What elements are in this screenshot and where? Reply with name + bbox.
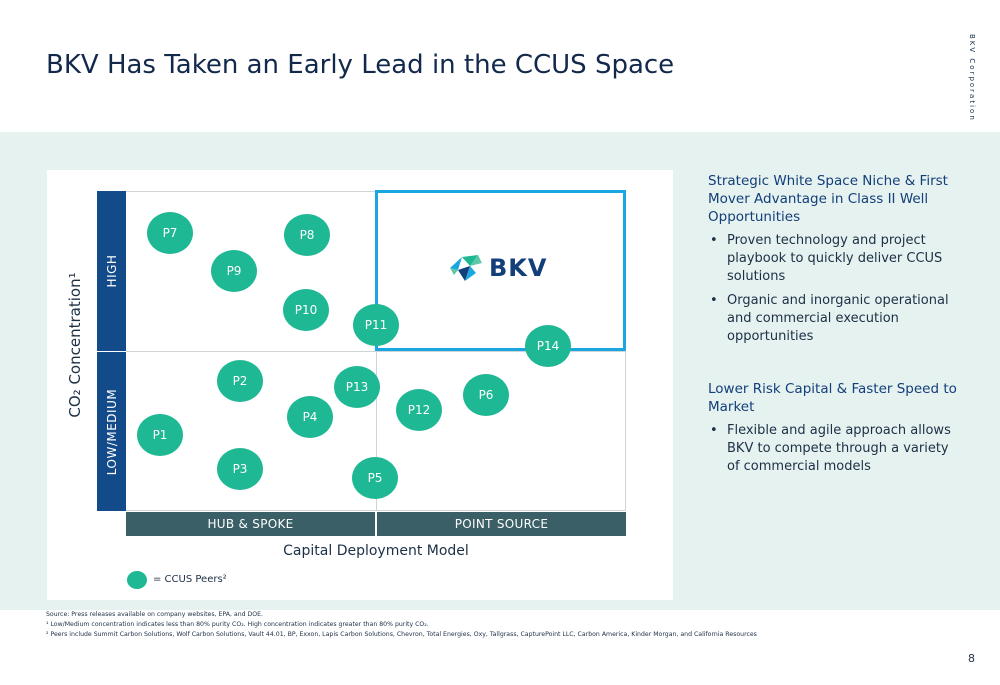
- peer-bubble: P14: [525, 325, 571, 367]
- bullet-list: Proven technology and project playbook t…: [708, 232, 958, 346]
- y-category-low-label: LOW/MEDIUM: [104, 388, 119, 475]
- bullet-item: Proven technology and project playbook t…: [708, 232, 958, 286]
- footnotes: Source: Press releases available on comp…: [46, 610, 757, 640]
- bkv-highlight-box: [375, 190, 626, 351]
- peer-bubble: P3: [217, 448, 263, 490]
- peer-bubble: P6: [463, 374, 509, 416]
- peer-bubble: P1: [137, 414, 183, 456]
- peer-bubble: P12: [396, 389, 442, 431]
- matrix-horizontal-divider: [126, 351, 626, 352]
- corporation-label: BKV Corporation: [968, 34, 976, 122]
- peer-bubble: P5: [352, 457, 398, 499]
- legend-label: = CCUS Peers²: [153, 574, 227, 585]
- legend-peer-swatch: [127, 571, 147, 589]
- peer-bubble: P4: [287, 396, 333, 438]
- bkv-logo-text: BKV: [489, 254, 548, 282]
- bullet-item: Organic and inorganic operational and co…: [708, 292, 958, 346]
- bullet-list: Flexible and agile approach allows BKV t…: [708, 422, 958, 476]
- y-axis-label: CO₂ Concentration¹: [66, 272, 84, 418]
- footnote-2: ² Peers include Summit Carbon Solutions,…: [46, 631, 757, 638]
- footnote-source: Source: Press releases available on comp…: [46, 611, 264, 618]
- section-first-mover: Strategic White Space Niche & First Move…: [708, 172, 958, 346]
- peer-bubble: P13: [334, 366, 380, 408]
- footnote-1: ¹ Low/Medium concentration indicates les…: [46, 621, 429, 628]
- section-heading: Lower Risk Capital & Faster Speed to Mar…: [708, 381, 957, 415]
- bullet-item: Flexible and agile approach allows BKV t…: [708, 422, 958, 476]
- y-category-high: HIGH: [97, 191, 126, 351]
- y-category-low: LOW/MEDIUM: [97, 352, 126, 511]
- section-heading: Strategic White Space Niche & First Move…: [708, 173, 948, 225]
- peer-bubble: P9: [211, 250, 257, 292]
- x-category-hub-spoke: HUB & SPOKE: [126, 512, 375, 536]
- peer-bubble: P10: [283, 289, 329, 331]
- page-title: BKV Has Taken an Early Lead in the CCUS …: [46, 50, 675, 80]
- page-number: 8: [968, 652, 975, 665]
- x-axis-label: Capital Deployment Model: [283, 543, 469, 559]
- peer-bubble: P7: [147, 212, 193, 254]
- x-category-point-source: POINT SOURCE: [377, 512, 626, 536]
- y-axis-label-wrap: CO₂ Concentration¹: [60, 270, 90, 420]
- peer-bubble: P8: [284, 214, 330, 256]
- section-lower-risk: Lower Risk Capital & Faster Speed to Mar…: [708, 380, 958, 476]
- peer-bubble: P2: [217, 360, 263, 402]
- peer-bubble: P11: [353, 304, 399, 346]
- bkv-logo-icon: [450, 255, 482, 281]
- y-category-high-label: HIGH: [104, 254, 119, 288]
